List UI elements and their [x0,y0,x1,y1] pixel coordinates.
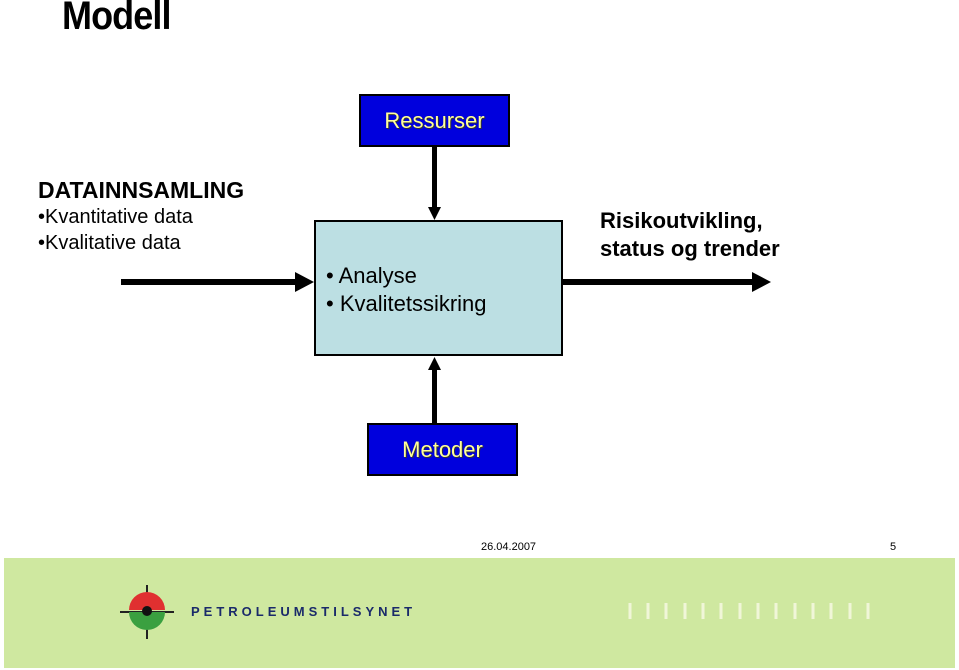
input-heading: DATAINNSAMLING [38,177,245,203]
page-title: Modell [62,0,172,38]
methods-arrow [428,357,441,423]
footer-page-number: 5 [890,541,897,553]
output-arrow [563,272,771,292]
input-arrow [121,272,314,292]
footer-tick-pattern [628,603,870,619]
resources-arrow [428,147,441,220]
input-item-quantitative: •Kvantitative data [38,206,193,228]
process-item-quality-assurance: • Kvalitetssikring [326,291,487,316]
resources-box: Ressurser [359,94,510,147]
process-item-analysis: • Analyse [326,263,417,288]
input-item-qualitative: •Kvalitative data [38,232,181,254]
petroleumstilsynet-logo-icon [120,585,174,639]
output-label: Risikoutvikling, status og trender [600,207,780,263]
output-line-2: status og trender [600,236,780,261]
brand-name: PETROLEUMSTILSYNET [191,604,417,619]
output-line-1: Risikoutvikling, [600,208,763,233]
methods-box: Metoder [367,423,518,476]
footer-date: 26.04.2007 [481,541,537,553]
process-list: • Analyse • Kvalitetssikring [326,262,487,318]
input-block: DATAINNSAMLING •Kvantitative data •Kvali… [38,176,244,256]
process-box [314,220,563,356]
